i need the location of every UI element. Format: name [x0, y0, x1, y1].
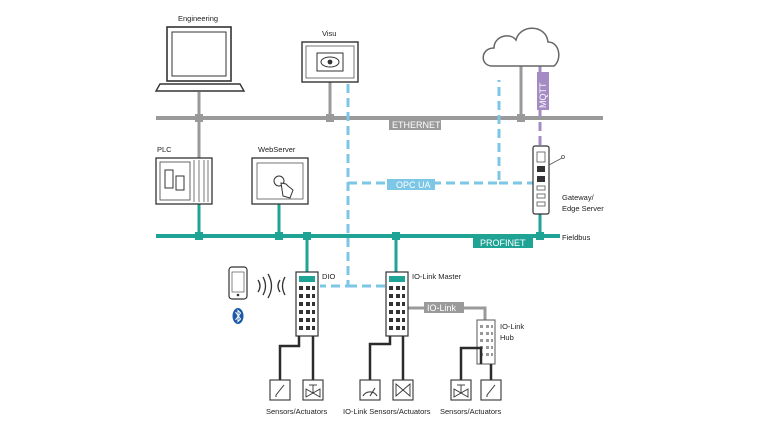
- opcua-tag-text: OPC UA: [396, 180, 431, 190]
- iolink-tag-text: IO-Link: [427, 303, 457, 313]
- eth-junction-2: [326, 114, 334, 122]
- iolink-hub-icon[interactable]: [476, 319, 496, 365]
- webserver-label: WebServer: [258, 145, 296, 154]
- ethernet-tag: ETHERNET: [389, 119, 441, 130]
- pn-junction-1: [195, 232, 203, 240]
- iolink-hub-label-line1: IO-Link: [500, 322, 524, 331]
- monitor-eye-icon[interactable]: [301, 41, 359, 83]
- valve-icon[interactable]: [392, 379, 414, 401]
- master-cable-left: [368, 336, 392, 380]
- iolink-sensors-actuators-label: IO-Link Sensors/Actuators: [343, 407, 431, 416]
- plc-icon[interactable]: [155, 157, 213, 205]
- iolink-tag: IO-Link: [424, 302, 464, 313]
- gateway-label-line1: Gateway/: [562, 193, 595, 202]
- plc-label: PLC: [157, 145, 172, 154]
- visu-label: Visu: [322, 29, 336, 38]
- iolink-hub-label-line2: Hub: [500, 333, 514, 342]
- mqtt-tag-text: MQTT: [538, 82, 548, 108]
- wireless-signal-icon: [257, 273, 286, 299]
- gateway-label-line2: Edge Server: [562, 204, 604, 213]
- pn-junction-2: [275, 232, 283, 240]
- engineering-label: Engineering: [178, 14, 218, 23]
- iolink-master-label: IO-Link Master: [412, 272, 462, 281]
- sensors-actuators-left-label: Sensors/Actuators: [266, 407, 328, 416]
- profinet-tag: PROFINET: [473, 237, 533, 248]
- valve-icon[interactable]: [302, 379, 324, 401]
- fieldbus-label: Fieldbus: [562, 233, 591, 242]
- sensors-actuators-right-label: Sensors/Actuators: [440, 407, 502, 416]
- dio-cable-left: [278, 336, 301, 380]
- pn-junction-4: [392, 232, 400, 240]
- valve-icon[interactable]: [450, 379, 472, 401]
- switch-icon[interactable]: [269, 379, 291, 401]
- gauge-icon[interactable]: [359, 379, 381, 401]
- profinet-tag-text: PROFINET: [480, 238, 526, 248]
- dio-module-icon[interactable]: [295, 271, 319, 337]
- eth-junction-3: [517, 114, 525, 122]
- opcua-tag: OPC UA: [387, 179, 435, 190]
- laptop-icon[interactable]: [154, 26, 246, 92]
- pn-junction-3: [303, 232, 311, 240]
- touch-panel-icon[interactable]: [251, 157, 309, 205]
- gateway-icon[interactable]: [532, 145, 565, 215]
- eth-junction-1: [195, 114, 203, 122]
- iolink-master-icon[interactable]: [385, 271, 409, 337]
- dio-label: DIO: [322, 272, 336, 281]
- bluetooth-icon: [232, 308, 244, 324]
- mqtt-tag: MQTT: [537, 72, 549, 110]
- hub-cable-left: [459, 346, 483, 380]
- smartphone-icon[interactable]: [228, 266, 248, 300]
- ethernet-tag-text: ETHERNET: [392, 120, 441, 130]
- pn-junction-5: [536, 232, 544, 240]
- opcua-link-main: [348, 80, 501, 185]
- cloud-icon[interactable]: [482, 27, 560, 67]
- switch-icon[interactable]: [480, 379, 502, 401]
